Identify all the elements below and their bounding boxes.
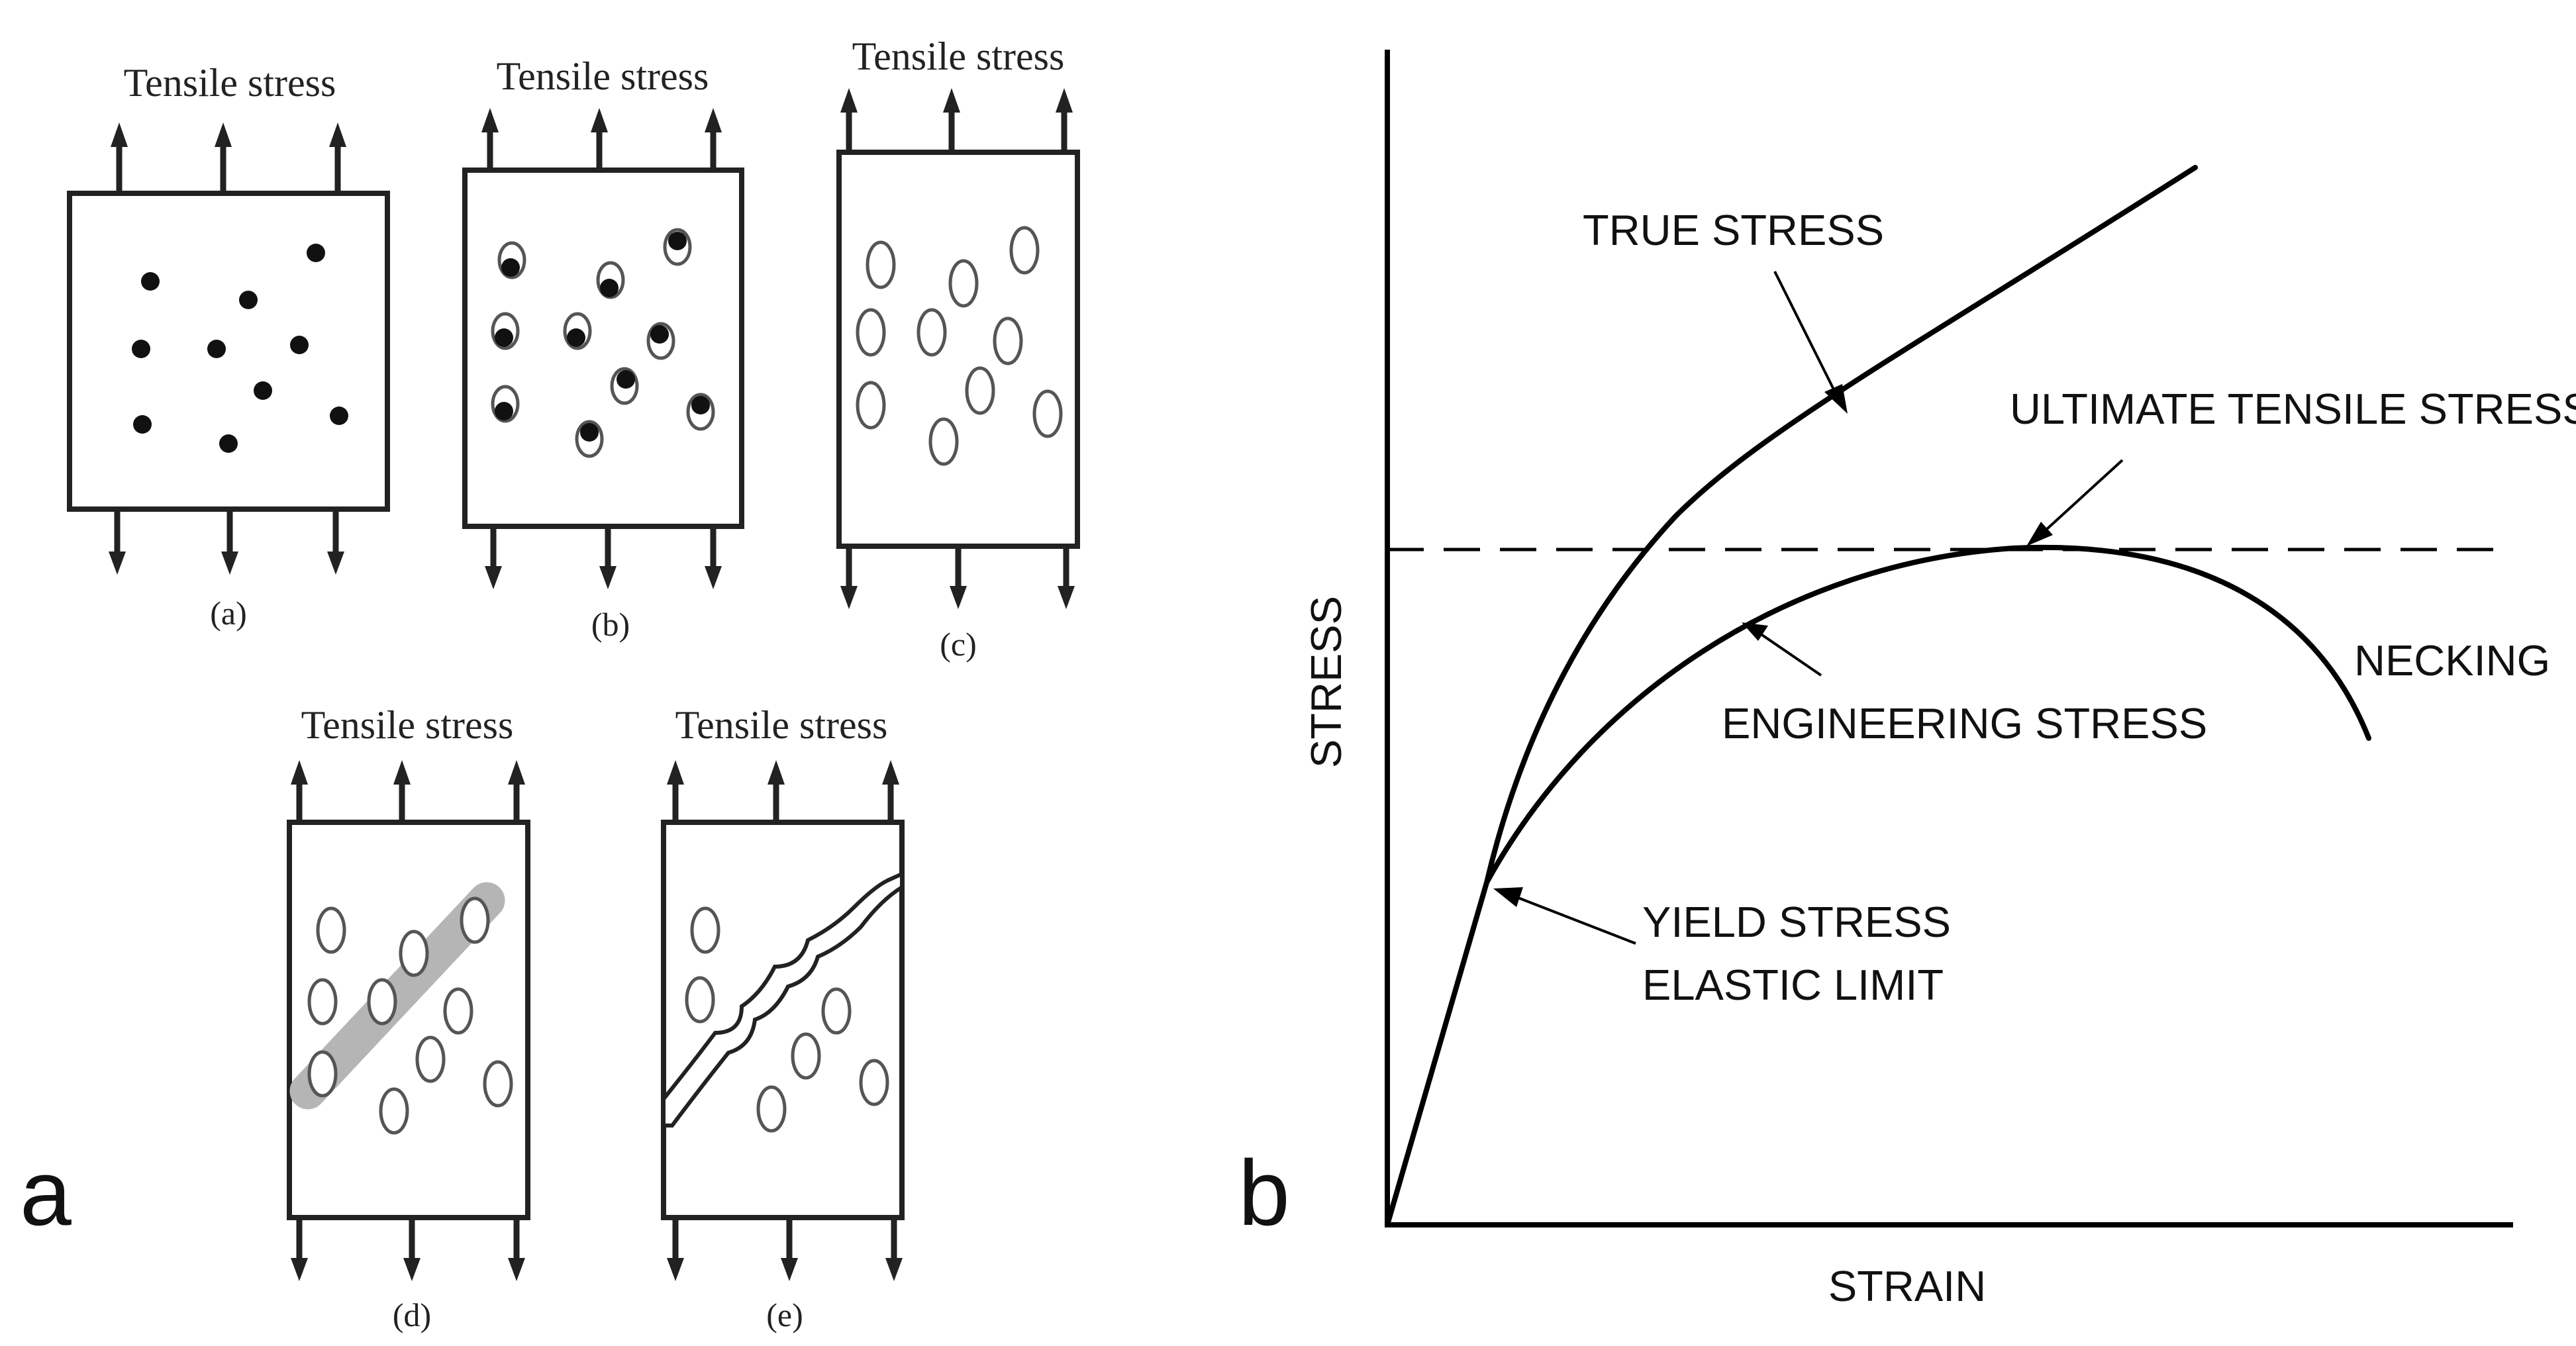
caption-c: (c) bbox=[940, 626, 977, 663]
arrows-top-a bbox=[111, 122, 346, 192]
voids-d bbox=[307, 896, 513, 1135]
tensile-stress-label-a: Tensile stress bbox=[124, 61, 336, 105]
x-axis-label: STRAIN bbox=[1828, 1262, 1986, 1310]
arrows-top-c bbox=[840, 88, 1073, 151]
specimen-box-c bbox=[836, 150, 1080, 549]
voids-e bbox=[685, 906, 889, 1133]
label-necking: NECKING bbox=[2354, 636, 2550, 685]
subpanel-b: Tensile stress bbox=[462, 54, 744, 643]
specimen-box-b bbox=[462, 168, 744, 529]
subpanel-e: Tensile stress (e) bbox=[661, 703, 905, 1333]
fracture-crack-e bbox=[662, 871, 904, 1128]
panel-letter-a: a bbox=[20, 1141, 72, 1245]
arrows-top-d bbox=[291, 760, 525, 821]
pointer-true-stress bbox=[1773, 271, 1836, 391]
arrows-bottom-e bbox=[667, 1219, 903, 1281]
subpanel-c: Tensile stress bbox=[836, 34, 1080, 663]
inclusions-a bbox=[132, 244, 348, 453]
true-stress-curve bbox=[1484, 165, 2198, 885]
panel-a: Tensile stress bbox=[20, 34, 1080, 1333]
tensile-stress-label-c: Tensile stress bbox=[852, 34, 1065, 78]
y-axis-label: STRESS bbox=[1302, 596, 1350, 768]
pointer-uts bbox=[2045, 459, 2124, 531]
voids-c bbox=[856, 226, 1063, 466]
specimen-box-e bbox=[661, 820, 905, 1220]
tensile-stress-label-b: Tensile stress bbox=[497, 54, 709, 98]
label-elastic-limit: ELASTIC LIMIT bbox=[1642, 961, 1944, 1009]
caption-a: (a) bbox=[210, 595, 247, 632]
voids-with-inclusions-b bbox=[491, 228, 715, 458]
panel-b: b TRUE STRESS ULTIMATE TENSILE STRESS NE… bbox=[1238, 50, 2576, 1310]
tensile-stress-label-d: Tensile stress bbox=[301, 703, 514, 747]
arrows-bottom-d bbox=[291, 1219, 525, 1281]
subpanel-a: Tensile stress bbox=[67, 61, 390, 632]
shear-band-d bbox=[289, 882, 505, 1110]
label-yield-stress: YIELD STRESS bbox=[1642, 898, 1951, 946]
specimen-box-d bbox=[287, 820, 530, 1220]
label-true-stress: TRUE STRESS bbox=[1583, 206, 1884, 254]
caption-b: (b) bbox=[591, 606, 630, 643]
panel-letter-b: b bbox=[1238, 1141, 1290, 1245]
arrows-top-b bbox=[481, 108, 722, 169]
arrows-bottom-c bbox=[840, 548, 1075, 609]
caption-d: (d) bbox=[393, 1296, 431, 1333]
tensile-stress-label-e: Tensile stress bbox=[675, 703, 888, 747]
arrows-top-e bbox=[667, 760, 899, 821]
engineering-stress-curve bbox=[1385, 545, 2371, 1227]
arrows-bottom-b bbox=[485, 528, 722, 589]
arrows-bottom-a bbox=[109, 510, 344, 575]
pointer-yield-stress bbox=[1516, 896, 1636, 945]
caption-e: (e) bbox=[766, 1296, 803, 1333]
specimen-box-a bbox=[67, 191, 390, 512]
subpanel-d: Tensile stress bbox=[287, 703, 530, 1333]
pointer-engineering-stress bbox=[1757, 631, 1822, 677]
label-ultimate-tensile-stress: ULTIMATE TENSILE STRESS bbox=[2010, 385, 2576, 433]
label-engineering-stress: ENGINEERING STRESS bbox=[1722, 699, 2207, 747]
